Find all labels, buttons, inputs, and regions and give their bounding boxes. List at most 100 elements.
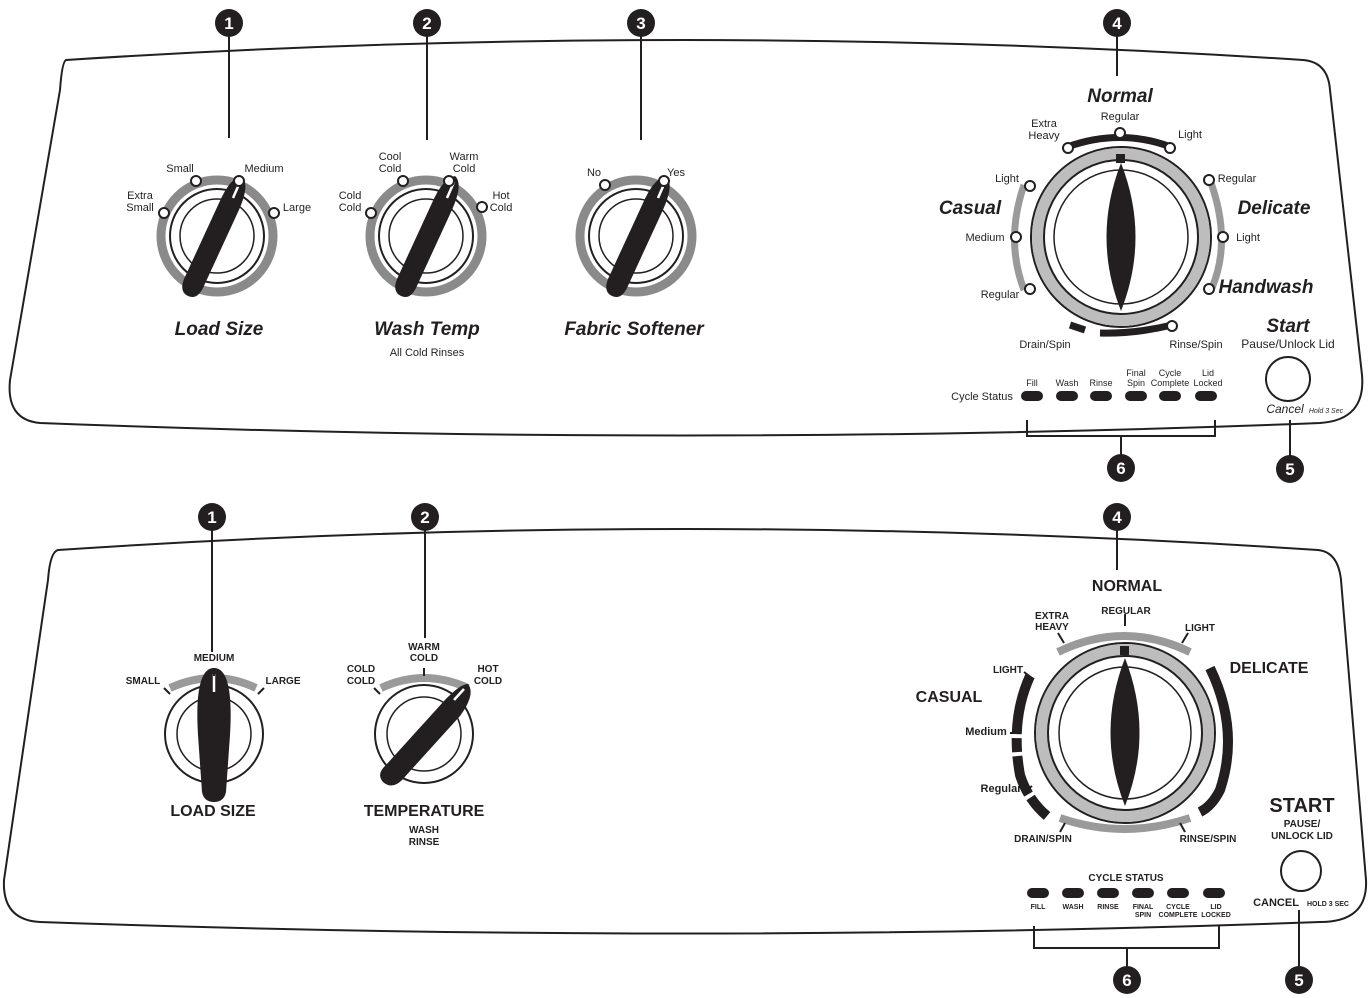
top-panel: Extra Small Small Medium Large Load Size…: [8, 9, 1364, 483]
bottom-status-bracket: [1033, 926, 1220, 966]
temp-warm-cold-label-2: Cold: [453, 163, 476, 175]
bottom-temp-warm-label-2: COLD: [410, 653, 438, 664]
load-size-indicators: [158, 175, 280, 219]
bottom-cycle-casual-medium-label: Medium: [965, 726, 1007, 738]
top-callout-lines: [228, 36, 1291, 456]
load-large-label: Large: [283, 202, 311, 214]
bottom-cycle-rinse-spin-label: RINSE/SPIN: [1180, 834, 1237, 845]
bottom-load-size-knob[interactable]: [164, 668, 264, 802]
callout-4-bottom: 4: [1103, 503, 1131, 531]
load-medium-label: Medium: [244, 163, 283, 175]
bottom-start-sub1: PAUSE/: [1284, 819, 1321, 830]
bottom-status-final-label-2: SPIN: [1135, 912, 1151, 919]
bottom-load-small-label: SMALL: [126, 676, 160, 687]
wash-temp-knob[interactable]: [365, 175, 487, 297]
bottom-cycle-delicate-title: DELICATE: [1230, 660, 1309, 677]
load-extra-small-label-2: Small: [126, 202, 154, 214]
bottom-status-final-label: FINAL: [1133, 904, 1154, 911]
temp-warm-cold-label: Warm: [450, 151, 479, 163]
hold-label: Hold 3 Sec: [1309, 408, 1344, 415]
callout-2-top: 2: [413, 9, 441, 37]
bottom-cycle-casual-title: CASUAL: [916, 689, 983, 706]
bottom-cancel-label: CANCEL: [1253, 897, 1299, 909]
bottom-temp-wash-label: WASH: [409, 825, 439, 836]
cycle-selector-knob[interactable]: [1030, 146, 1212, 328]
svg-text:2: 2: [422, 14, 431, 33]
wash-temp-title: Wash Temp: [374, 319, 480, 340]
load-size-knob[interactable]: [156, 175, 278, 297]
start-button[interactable]: [1265, 356, 1311, 402]
bottom-status-rinse-label: RINSE: [1097, 904, 1119, 911]
bottom-status-lights: [1027, 888, 1225, 898]
fabric-softener-knob[interactable]: [575, 175, 697, 297]
status-final-label-2: Spin: [1127, 378, 1145, 388]
status-rinse-label: Rinse: [1089, 378, 1112, 388]
temp-cold-cold-label-2: Cold: [339, 202, 362, 214]
svg-text:5: 5: [1285, 460, 1294, 479]
svg-text:4: 4: [1112, 508, 1122, 527]
cycle-casual-regular-label: Regular: [981, 289, 1020, 301]
bottom-start-title: START: [1269, 795, 1334, 817]
cycle-extra-heavy-label-2: Heavy: [1028, 130, 1060, 142]
svg-text:4: 4: [1112, 14, 1122, 33]
top-panel-outline: [8, 39, 1364, 437]
cycle-delicate-regular-label: Regular: [1218, 173, 1257, 185]
callout-5-top: 5: [1276, 455, 1304, 483]
bottom-temp-cold-label: COLD: [347, 664, 375, 675]
svg-text:1: 1: [207, 508, 216, 527]
bottom-cycle-light-label: LIGHT: [1185, 623, 1215, 634]
callout-2-bottom: 2: [411, 503, 439, 531]
bottom-status-complete-label-2: COMPLETE: [1159, 912, 1198, 919]
status-lights: [1021, 391, 1217, 401]
load-small-label: Small: [166, 163, 194, 175]
bottom-start-sub2: UNLOCK LID: [1271, 831, 1333, 842]
callout-5-bottom: 5: [1285, 966, 1313, 994]
temp-cool-cold-label-2: Cold: [379, 163, 402, 175]
start-subtitle: Pause/Unlock Lid: [1241, 337, 1334, 351]
svg-text:6: 6: [1116, 459, 1125, 478]
bottom-temperature-title: TEMPERATURE: [364, 803, 485, 820]
status-bracket: [1026, 420, 1216, 455]
cycle-delicate-title: Delicate: [1238, 198, 1311, 219]
bottom-load-medium-label: MEDIUM: [194, 653, 235, 664]
bottom-status-fill-label: FILL: [1031, 904, 1046, 911]
bottom-cycle-normal-title: NORMAL: [1092, 578, 1162, 595]
bottom-cycle-knob[interactable]: [1034, 642, 1216, 824]
bottom-temp-ticks: [373, 668, 425, 695]
bottom-load-ticks: [163, 668, 265, 695]
bottom-temp-hot-label-2: COLD: [474, 676, 502, 687]
svg-text:6: 6: [1122, 971, 1131, 990]
bottom-start-button[interactable]: [1280, 850, 1322, 892]
callout-6-top: 6: [1107, 454, 1135, 482]
fabric-softener-title: Fabric Softener: [564, 319, 705, 340]
status-locked-label-2: Locked: [1193, 378, 1222, 388]
fabric-softener-indicators: [599, 175, 670, 191]
cycle-rinse-spin-label: Rinse/Spin: [1169, 339, 1222, 351]
cycle-casual-medium-label: Medium: [965, 232, 1004, 244]
load-size-title: Load Size: [175, 319, 264, 340]
wash-temp-indicators: [365, 175, 488, 219]
status-fill-label: Fill: [1026, 378, 1038, 388]
cycle-normal-title: Normal: [1087, 86, 1153, 107]
cycle-normal-regular-label: Regular: [1101, 111, 1140, 123]
bottom-cycle-regular-label: REGULAR: [1101, 606, 1151, 617]
callout-4-top: 4: [1103, 9, 1131, 37]
bottom-panel-outline: [2, 528, 1368, 935]
svg-text:5: 5: [1294, 971, 1303, 990]
callout-1-bottom: 1: [198, 503, 226, 531]
temp-hot-cold-label-2: Cold: [490, 202, 513, 214]
status-wash-label: Wash: [1056, 378, 1079, 388]
cycle-status-label: Cycle Status: [951, 391, 1013, 403]
bottom-cycle-extra-heavy-label: EXTRA: [1035, 611, 1069, 622]
softener-yes-label: Yes: [667, 167, 685, 179]
bottom-status-locked-label-2: LOCKED: [1201, 912, 1231, 919]
bottom-hold-label: HOLD 3 SEC: [1307, 901, 1349, 908]
temp-hot-cold-label: Hot: [492, 190, 509, 202]
status-final-label: Final: [1126, 368, 1146, 378]
bottom-temperature-knob[interactable]: [374, 684, 474, 786]
bottom-load-size-title: LOAD SIZE: [170, 803, 256, 820]
bottom-cycle-ticks: [1010, 614, 1189, 833]
cycle-normal-light-label: Light: [1178, 129, 1202, 141]
temp-cool-cold-label: Cool: [379, 151, 402, 163]
